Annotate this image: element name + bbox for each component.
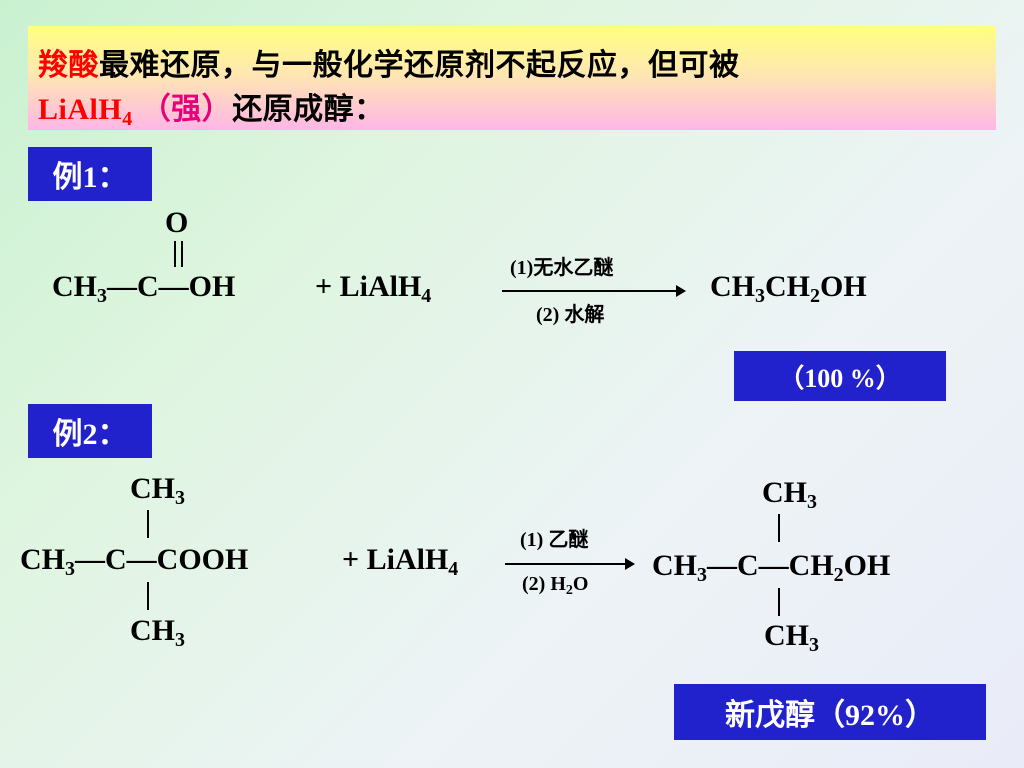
ex1-double-bond-line-2 [181, 241, 183, 267]
ex2-reaction-arrow [505, 558, 635, 570]
ex1-carbonyl-oxygen: O [165, 206, 189, 239]
ex2-condition-1: (1) 乙醚 [520, 529, 589, 551]
ex1-condition-1: (1)无水乙醚 [510, 257, 614, 279]
ex2-bottom-methyl: CH3 [130, 614, 185, 651]
intro-banner: 羧酸最难还原，与一般化学还原剂不起反应，但可被 LiAlH4 （强）还原成醇： [28, 26, 996, 130]
ex2-top-methyl: CH3 [130, 472, 185, 509]
banner-line-2: LiAlH4 （强）还原成醇： [38, 84, 385, 130]
ex1-yield-box: （100 %） [734, 351, 946, 401]
banner-line-2-text: 还原成醇： [232, 93, 385, 126]
ex2-bottom-bond [147, 582, 149, 610]
banner-line-1-text: 最难还原，与一般化学还原剂不起反应，但可被 [99, 49, 740, 82]
ex2-product-bottom-methyl: CH3 [764, 619, 819, 656]
banner-line-1: 羧酸最难还原，与一般化学还原剂不起反应，但可被 [38, 40, 740, 84]
ex2-condition-2: (2) H2O [522, 573, 589, 598]
ex1-acetic-acid: CH3—C—OH [52, 270, 236, 307]
example2-label: 例2： [28, 404, 152, 458]
lialh4-term: LiAlH4 [38, 93, 133, 130]
ex1-double-bond-line-1 [174, 241, 176, 267]
carboxylic-acid-term: 羧酸 [38, 49, 99, 82]
ex2-top-bond [147, 510, 149, 538]
ex2-product-top-methyl: CH3 [762, 476, 817, 513]
ex2-pivalic-acid-chain: CH3—C—COOH [20, 543, 249, 580]
ex2-product-name-box: 新戊醇（92%） [674, 684, 986, 740]
ex2-reagent: + LiAlH4 [342, 543, 459, 580]
ex1-condition-2: (2) 水解 [536, 304, 605, 326]
ex1-reagent: + LiAlH4 [315, 270, 432, 307]
ex2-product-top-bond [778, 514, 780, 542]
strong-term: （强） [140, 93, 233, 126]
ex2-product-bottom-bond [778, 588, 780, 616]
ex1-product-ethanol: CH3CH2OH [710, 270, 867, 307]
ex1-reaction-arrow [502, 285, 686, 297]
example1-label: 例1： [28, 147, 152, 201]
ex2-product-chain: CH3—C—CH2OH [652, 549, 891, 586]
